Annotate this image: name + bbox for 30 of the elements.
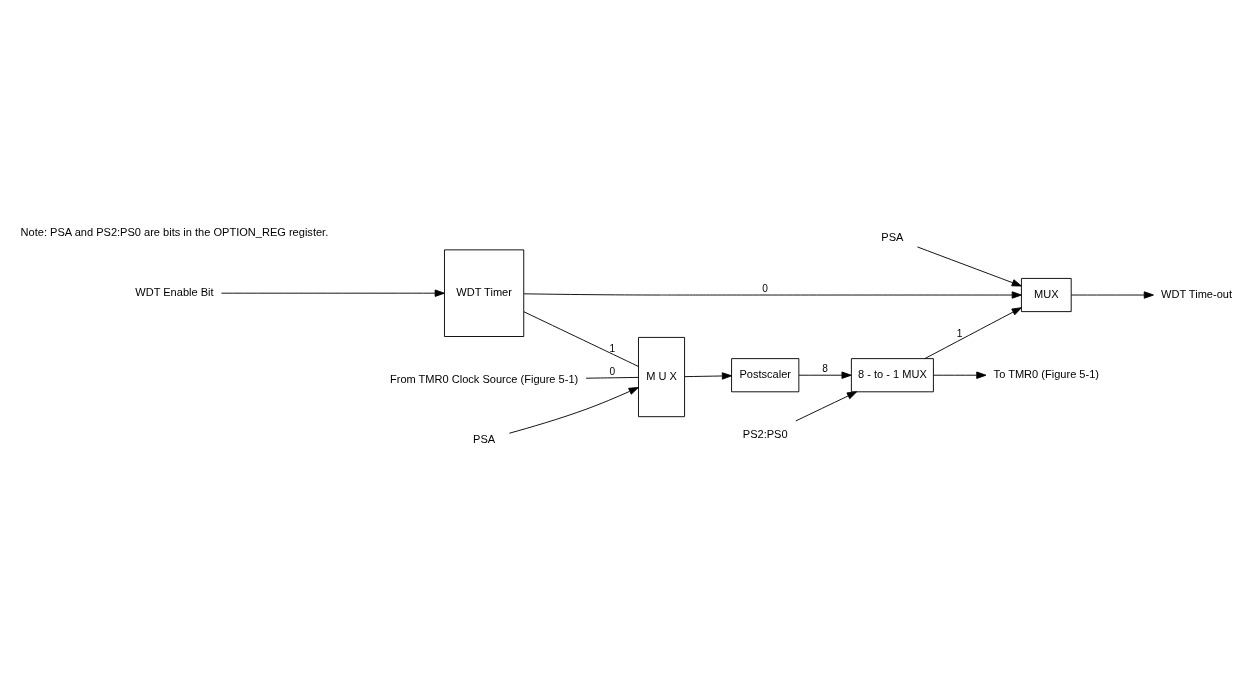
arrow bbox=[916, 246, 1022, 287]
arrow bbox=[798, 371, 852, 379]
node-box: M U X bbox=[638, 336, 685, 418]
node-text: PS2:PS0 bbox=[742, 427, 788, 440]
arrow bbox=[933, 371, 987, 379]
node-text: From TMR0 Clock Source (Figure 5-1) bbox=[389, 372, 579, 385]
edge-label: 0 bbox=[609, 366, 616, 378]
arrow bbox=[523, 291, 1022, 299]
edge-label: 8 bbox=[822, 363, 828, 375]
node-box: WDT Timer bbox=[444, 249, 525, 337]
edge-label: 0 bbox=[762, 283, 769, 295]
arrow bbox=[795, 391, 858, 422]
connector bbox=[585, 376, 639, 379]
node-text: WDT Enable Bit bbox=[135, 286, 214, 299]
node-box: Postscaler bbox=[731, 358, 800, 393]
node-box: 8 - to - 1 MUX bbox=[850, 358, 934, 393]
node-text: PSA bbox=[473, 432, 496, 445]
edge-label: 1 bbox=[609, 342, 616, 354]
edge-label: 1 bbox=[956, 328, 963, 340]
node-text: WDT Time-out bbox=[1161, 287, 1233, 300]
arrow bbox=[1070, 291, 1154, 299]
node-box: MUX bbox=[1020, 278, 1072, 313]
arrow bbox=[221, 289, 445, 297]
node-text: To TMR0 (Figure 5-1) bbox=[993, 368, 1099, 381]
label: Note: PSA and PS2:PS0 are bits in the OPTION_REG register. bbox=[20, 226, 329, 239]
arrow bbox=[684, 372, 732, 380]
connector bbox=[523, 311, 639, 367]
node-text: PSA bbox=[881, 230, 904, 243]
arrow bbox=[508, 387, 639, 434]
arrow bbox=[924, 307, 1022, 360]
